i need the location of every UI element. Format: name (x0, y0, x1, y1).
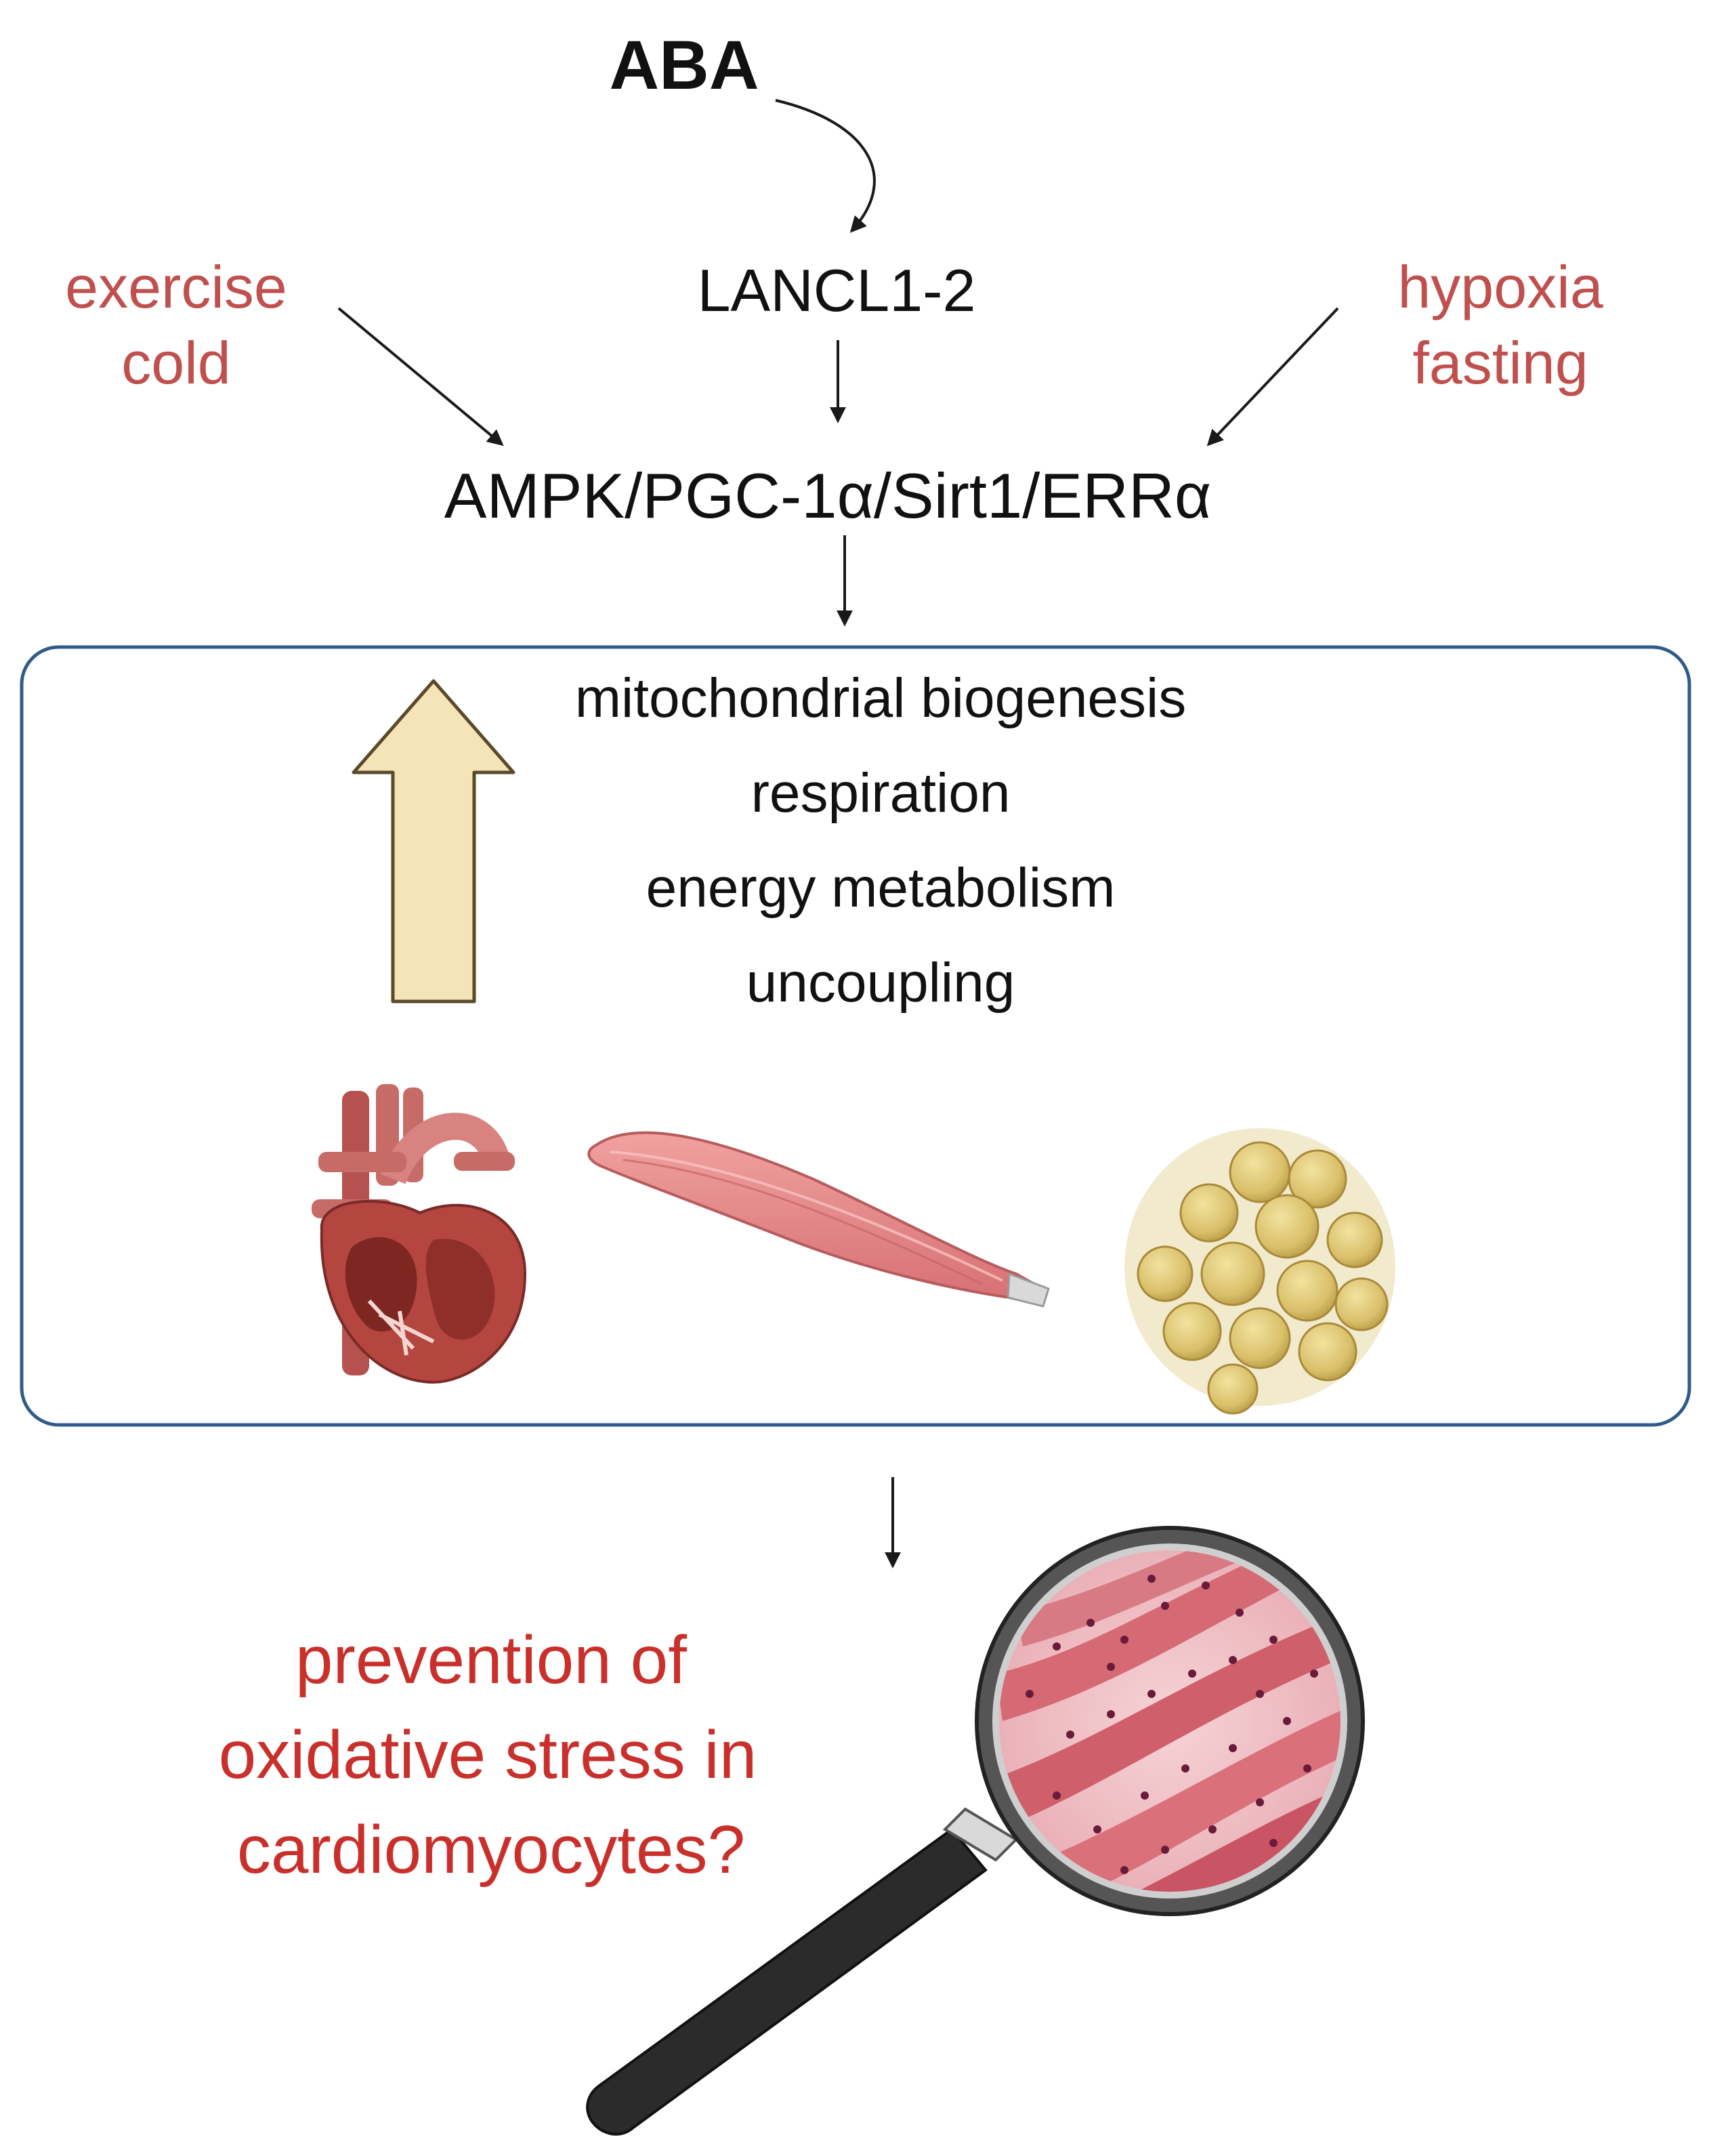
effect-respiration: respiration (751, 762, 1011, 824)
effect-energy-metabolism: energy metabolism (646, 857, 1116, 919)
effects-box (20, 645, 1691, 1427)
skeletal-muscle-icon (587, 1131, 1050, 1308)
up-arrow-icon (352, 679, 515, 1003)
stimulus-fasting: fasting (1412, 329, 1588, 396)
outcome-line-2: oxidative stress in (218, 1717, 757, 1793)
arrow-right-stimuli (1206, 307, 1339, 447)
stimulus-hypoxia: hypoxia (1397, 253, 1603, 320)
histology-tissue (999, 1550, 1341, 1892)
arrow-left-stimuli (337, 307, 504, 447)
heart-icon (312, 1084, 527, 1384)
stimulus-exercise: exercise (65, 253, 287, 320)
effect-uncoupling: uncoupling (746, 952, 1015, 1014)
effect-mitochondrial-biogenesis: mitochondrial biogenesis (574, 667, 1187, 729)
outcome-line-1: prevention of (295, 1622, 688, 1698)
magnifying-glass-icon (586, 1526, 1365, 2136)
lancl-label: LANCL1-2 (697, 257, 976, 324)
outcome-line-3: cardiomyocytes? (236, 1812, 746, 1888)
arrow-aba-to-lancl (775, 99, 876, 233)
adipose-tissue-icon (1124, 1128, 1395, 1415)
pathway-label: AMPK/PGC-1α/Sirt1/ERRα (444, 460, 1212, 531)
aba-label: ABA (609, 26, 759, 104)
stimulus-cold: cold (121, 329, 231, 396)
